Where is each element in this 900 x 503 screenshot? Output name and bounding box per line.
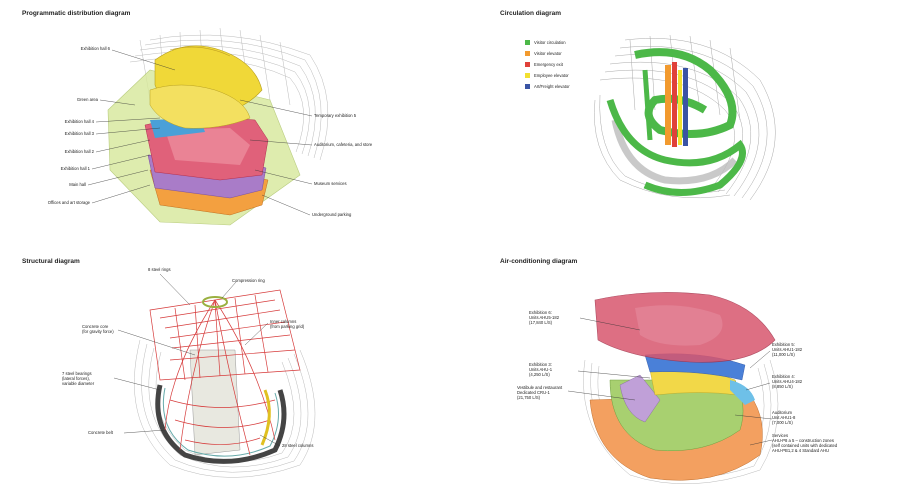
programmatic-panel: Programmatic distribution diagram bbox=[0, 0, 450, 250]
label-temporary-exhibition-5: Temporary exhibition 5 bbox=[314, 113, 357, 118]
label-exhibition-hall-1: Exhibition hall 1 bbox=[60, 166, 90, 171]
legend-swatch-employee-elevator bbox=[525, 73, 530, 78]
label-services: Services AHU-P8 a 5 – construction zones… bbox=[772, 433, 838, 453]
label-concrete-belt: Concrete belt bbox=[88, 430, 113, 435]
label-8-steel-rings: 8 steel rings bbox=[148, 267, 171, 272]
circulation-legend: Visitor circulation Visitor elevator Eme… bbox=[525, 40, 605, 95]
label-exhibition-4: Exhibition 4: Units AHU4-182 (8,850 L/S) bbox=[772, 374, 803, 389]
air-drawing bbox=[567, 292, 779, 485]
legend-label: Employee elevator bbox=[534, 73, 569, 78]
label-green-area: Green area bbox=[76, 97, 98, 102]
label-exhibition-hall-3: Exhibition hall 3 bbox=[64, 131, 94, 136]
label-28-steel-columns: 28 steel columns bbox=[282, 443, 314, 448]
legend-swatch-visitor-circulation bbox=[525, 40, 530, 45]
circulation-panel: Circulation diagram Visitor circulatio bbox=[450, 0, 900, 250]
air-title: Air-conditioning diagram bbox=[500, 258, 578, 265]
label-7-steel-bearings: 7 steel bearings (lateral forces), varia… bbox=[62, 371, 95, 386]
label-exhibition-hall-6: Exhibition hall 6 bbox=[80, 46, 110, 51]
circulation-drawing bbox=[594, 34, 776, 201]
label-main-hall: Main hall bbox=[69, 182, 86, 187]
label-compression-ring: Compression ring bbox=[232, 278, 265, 283]
circulation-title: Circulation diagram bbox=[500, 10, 562, 17]
label-exhibition-6: Exhibition 6: Units AHU5-182 (17,840 L/S… bbox=[529, 310, 560, 325]
air-panel: Air-conditioning diagram bbox=[450, 250, 900, 503]
label-museum-services: Museum services bbox=[314, 181, 347, 186]
label-exhibition-hall-4: Exhibition hall 4 bbox=[64, 119, 94, 124]
label-offices-art-storage: Offices and art storage bbox=[47, 200, 90, 205]
legend-swatch-visitor-elevator bbox=[525, 51, 530, 56]
label-exhibition-hall-2: Exhibition hall 2 bbox=[64, 149, 94, 154]
programmatic-drawing bbox=[87, 27, 329, 226]
label-exhibition-3: Exhibition 3: Units AHU-1 (4,250 L/S) bbox=[529, 362, 553, 377]
structural-drawing bbox=[113, 273, 316, 478]
structural-panel: Structural diagram bbox=[0, 250, 450, 503]
legend-swatch-emergency-exit bbox=[525, 62, 530, 67]
label-auditorium: Auditorium Unit AHU1-8 (7,000 L/S) bbox=[772, 410, 796, 425]
label-vestibule-restaurant: Vestibule and restaurant Dedicated CRU-1… bbox=[517, 385, 563, 400]
label-auditorium-cafeteria-store: Auditorium, cafeteria, and store bbox=[314, 142, 373, 147]
label-inner-columns: Inner columns (from parking grid) bbox=[270, 319, 305, 329]
legend-label: Emergency exit bbox=[534, 62, 563, 67]
legend-label: Visitor elevator bbox=[534, 51, 562, 56]
label-underground-parking: Underground parking bbox=[312, 212, 352, 217]
label-exhibition-5: Exhibition 5: Units AHU1-182 (11,000 L/S… bbox=[772, 342, 803, 357]
legend-swatch-freight-elevator bbox=[525, 84, 530, 89]
structural-title: Structural diagram bbox=[22, 258, 80, 265]
legend-label: Visitor circulation bbox=[534, 40, 566, 45]
legend-label: Art/Freight elevator bbox=[534, 84, 570, 89]
label-concrete-core: Concrete core (for gravity force) bbox=[82, 324, 114, 334]
programmatic-title: Programmatic distribution diagram bbox=[22, 10, 131, 17]
